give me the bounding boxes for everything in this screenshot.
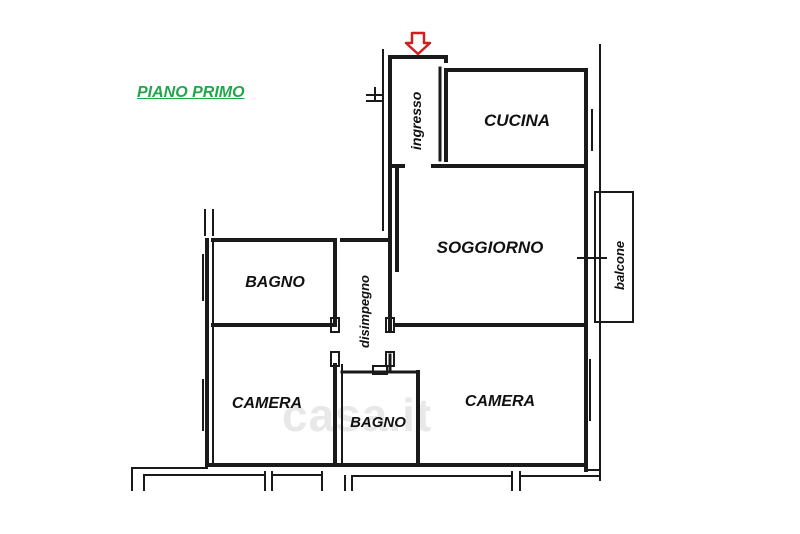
walls bbox=[131, 44, 634, 491]
room-label-bagno-top: BAGNO bbox=[245, 274, 305, 291]
room-label-disimpegno: disimpegno bbox=[357, 275, 372, 348]
room-label-bagno-bottom: BAGNO bbox=[350, 414, 406, 431]
door-jamb-4 bbox=[385, 351, 395, 367]
door-jamb-1 bbox=[330, 317, 340, 333]
room-label-cucina: CUCINA bbox=[484, 111, 550, 130]
door-jamb-5 bbox=[372, 365, 388, 375]
wall-top-entrance bbox=[388, 55, 448, 63]
entrance-arrow-icon bbox=[404, 31, 432, 56]
floor-title: PIANO PRIMO bbox=[137, 84, 245, 101]
room-label-ingresso: ingresso bbox=[408, 91, 424, 150]
room-label-camera-right: CAMERA bbox=[465, 393, 535, 410]
room-label-balcone: balcone bbox=[612, 241, 627, 290]
door-jamb-2 bbox=[385, 317, 395, 333]
room-label-soggiorno: SOGGIORNO bbox=[437, 238, 544, 257]
balcony-outline bbox=[594, 191, 634, 323]
watermark: casa.it bbox=[282, 389, 433, 441]
room-label-camera-left: CAMERA bbox=[232, 395, 302, 412]
door-jamb-3 bbox=[330, 351, 340, 367]
